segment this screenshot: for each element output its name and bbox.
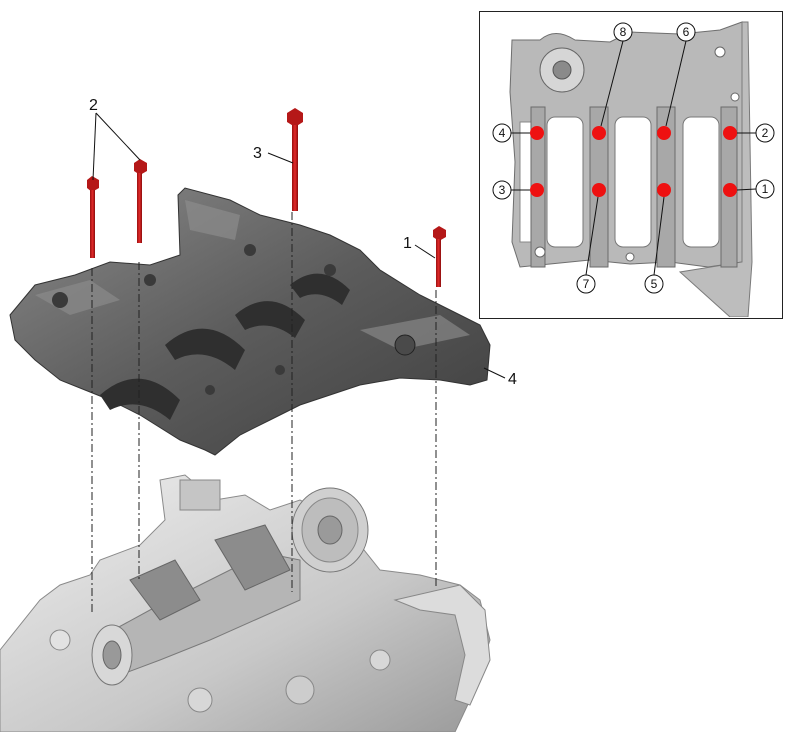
inset-callout-5: 5 — [651, 277, 658, 291]
label-housing-4: 4 — [508, 371, 517, 388]
marker-6 — [657, 126, 671, 140]
bolt-2-right — [134, 159, 147, 243]
inset-callout-8: 8 — [620, 25, 627, 39]
inset-callout-3: 3 — [499, 183, 506, 197]
label-bolt-1: 1 — [403, 235, 412, 252]
inset-callout-2: 2 — [762, 126, 769, 140]
tightening-markers — [530, 126, 737, 197]
alignment-lines — [91, 212, 437, 612]
marker-3 — [530, 183, 544, 197]
marker-8 — [592, 126, 606, 140]
label-bolt-3: 3 — [253, 145, 262, 162]
tightening-sequence-inset: 1 2 3 4 5 6 7 8 — [479, 11, 783, 319]
label-bolts-2: 2 — [89, 97, 98, 114]
bedplate-housing — [9, 187, 491, 456]
engine-block-lower — [0, 474, 491, 732]
marker-2 — [723, 126, 737, 140]
marker-1 — [723, 183, 737, 197]
inset-leader-lines — [511, 40, 757, 276]
inset-callout-1: 1 — [762, 182, 769, 196]
inset-callout-6: 6 — [683, 25, 690, 39]
marker-7 — [592, 183, 606, 197]
marker-4 — [530, 126, 544, 140]
inset-drawing: 1 2 3 4 5 6 7 8 — [492, 21, 775, 318]
inset-callout-7: 7 — [583, 277, 590, 291]
inset-callout-circles — [492, 22, 775, 294]
bolt-1 — [433, 226, 446, 287]
bolt-2-left — [87, 176, 99, 258]
main-leader-lines — [92, 112, 506, 379]
bolt-3 — [287, 108, 303, 211]
marker-5 — [657, 183, 671, 197]
inset-callout-4: 4 — [499, 126, 506, 140]
